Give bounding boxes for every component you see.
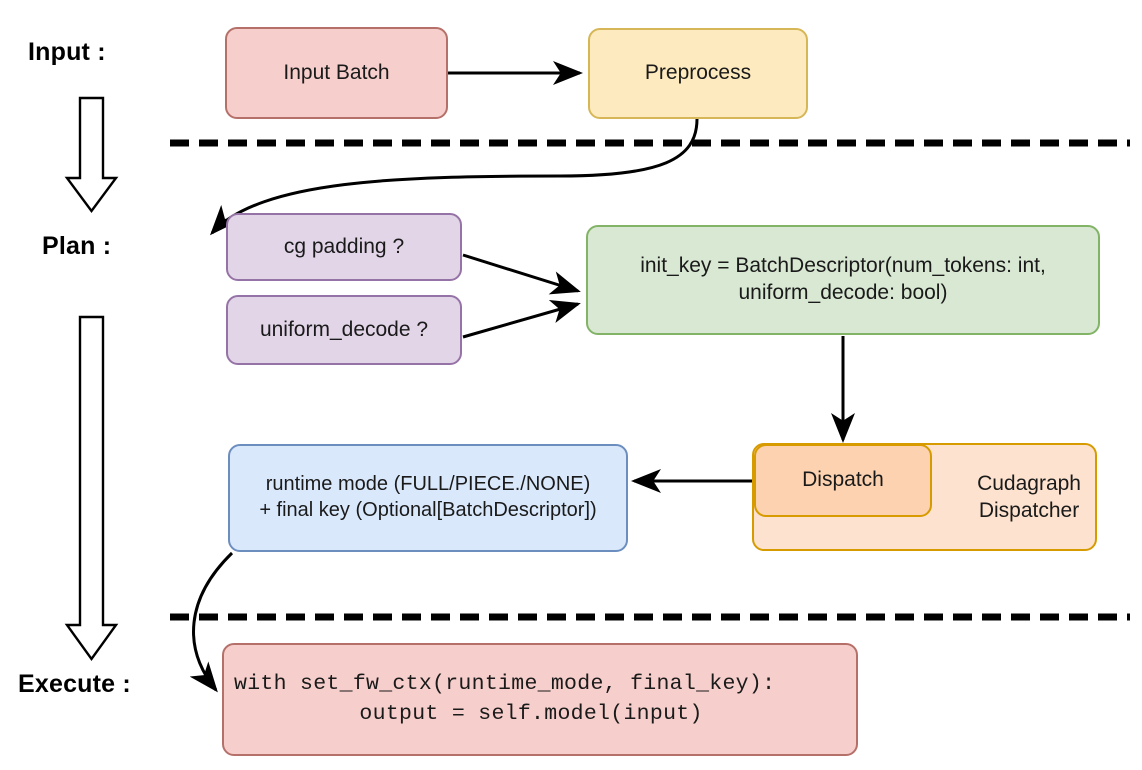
stage-label-plan: Plan :: [42, 232, 112, 260]
arrow-cg-padding-to-init-key: [462, 253, 581, 295]
node-uniform-decode[interactable]: uniform_decode ?: [226, 295, 462, 365]
node-dispatch[interactable]: Dispatch: [754, 444, 932, 517]
stage-arrow-input-to-plan: [64, 96, 119, 214]
node-runtime-mode[interactable]: runtime mode (FULL/PIECE./NONE) + final …: [228, 444, 628, 552]
node-cudagraph-dispatcher-label: Cudagraph Dispatcher: [977, 471, 1081, 522]
node-cg-padding[interactable]: cg padding ?: [226, 213, 462, 281]
node-init-key[interactable]: init_key = BatchDescriptor(num_tokens: i…: [586, 225, 1100, 335]
arrow-uniform-decode-to-init-key: [462, 299, 581, 339]
stage-arrow-plan-to-execute: [64, 315, 119, 662]
node-input-batch[interactable]: Input Batch: [225, 27, 448, 119]
node-preprocess[interactable]: Preprocess: [588, 28, 808, 119]
node-execute-code[interactable]: with set_fw_ctx(runtime_mode, final_key)…: [222, 643, 858, 756]
stage-label-execute: Execute :: [18, 670, 131, 698]
stage-label-input: Input :: [28, 38, 106, 66]
